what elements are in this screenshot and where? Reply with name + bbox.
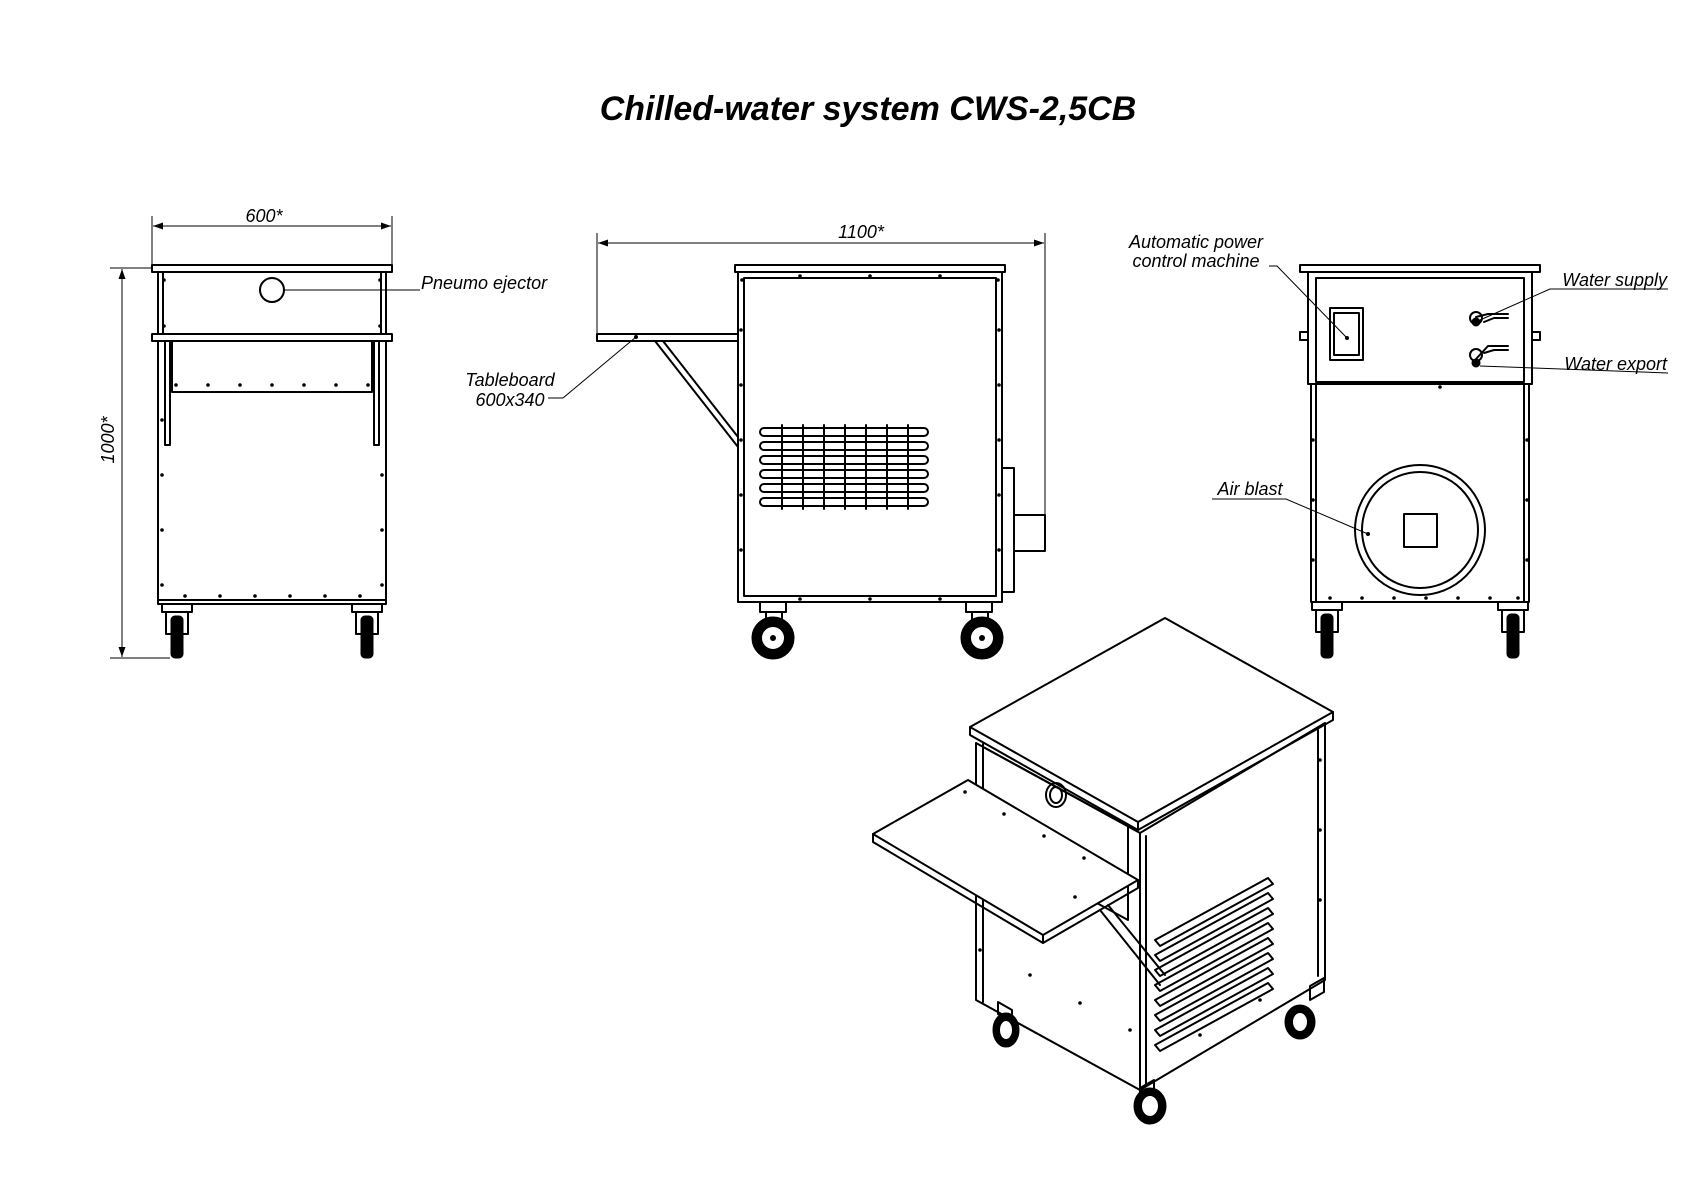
iso-wheel-front-left xyxy=(992,1001,1020,1048)
side-top-board xyxy=(734,264,1006,273)
dimension-height-label: 1000* xyxy=(98,415,118,463)
front-rivets xyxy=(160,278,384,598)
dimension-length: 1100* xyxy=(596,222,1046,520)
iso-vent-grille xyxy=(1154,877,1274,1052)
side-duct-outlet xyxy=(1013,514,1046,552)
side-duct xyxy=(1001,467,1015,593)
water-export-label: Water export xyxy=(1564,354,1668,374)
automatic-power-label-line1: Automatic power xyxy=(1128,232,1264,252)
isometric-view xyxy=(872,617,1334,1125)
side-view: 1100* xyxy=(465,222,1046,660)
air-blast-label: Air blast xyxy=(1216,479,1283,499)
rear-top-board xyxy=(1299,264,1541,273)
dimension-length-label: 1100* xyxy=(838,222,885,242)
side-wheel-left xyxy=(751,601,795,660)
front-body xyxy=(157,340,387,605)
tableboard-side xyxy=(596,333,739,342)
air-blast-fan xyxy=(1354,464,1486,596)
rear-wheel-right xyxy=(1497,601,1529,659)
rear-body xyxy=(1310,383,1530,603)
fan-hub xyxy=(1403,513,1438,548)
front-top-board xyxy=(151,264,393,273)
side-rivets xyxy=(634,274,1001,601)
tableboard-label-line1: Tableboard xyxy=(465,370,555,390)
water-supply-label: Water supply xyxy=(1562,270,1668,290)
pneumo-ejector-port xyxy=(259,277,285,303)
rear-view: Automatic power control machine Water su… xyxy=(1128,232,1669,659)
automatic-power-control-box xyxy=(1329,307,1364,361)
rear-upper-section xyxy=(1307,271,1533,385)
water-supply-valve xyxy=(1469,311,1509,327)
front-wheel-right xyxy=(351,603,383,659)
front-view: 600* 1000* xyxy=(98,206,548,659)
iso-rivets xyxy=(963,758,1322,1037)
dimension-width: 600* xyxy=(151,206,393,265)
front-wheel-left xyxy=(161,603,193,659)
side-vent-grille xyxy=(759,424,929,510)
water-export-valve xyxy=(1469,345,1509,368)
dimension-height: 1000* xyxy=(98,267,170,659)
rear-rivets xyxy=(1311,385,1529,600)
dimension-width-label: 600* xyxy=(245,206,283,226)
iso-wheel-rear-right xyxy=(1284,977,1325,1040)
front-inner-panel xyxy=(171,340,373,393)
rear-control-panel xyxy=(1315,277,1525,383)
automatic-power-label-line2: control machine xyxy=(1132,251,1259,271)
side-wheel-right xyxy=(960,601,1004,660)
front-shelf xyxy=(151,333,393,342)
iso-wheel-front-right xyxy=(1133,1079,1167,1125)
drawing-title: Chilled-water system CWS-2,5CB xyxy=(600,90,1137,128)
rear-wheel-left xyxy=(1311,601,1343,659)
tableboard-label-line2: 600x340 xyxy=(475,390,544,410)
pneumo-ejector-label: Pneumo ejector xyxy=(421,273,548,293)
